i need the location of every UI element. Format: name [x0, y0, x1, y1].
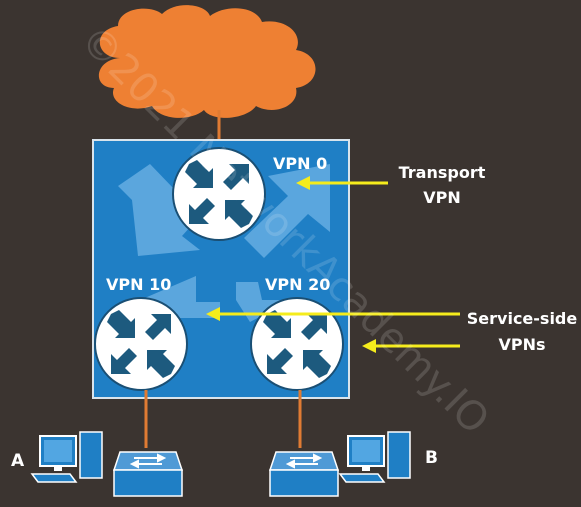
service-label-line2: VPNs	[498, 335, 545, 354]
transport-label-line1: Transport	[399, 163, 486, 182]
computer-icon	[31, 431, 103, 483]
computer-icon	[339, 431, 411, 483]
vpn10-label: VPN 10	[106, 275, 171, 294]
switch-icon	[269, 451, 339, 497]
service-arrow-upper	[206, 307, 460, 321]
host-b-label: B	[425, 448, 438, 468]
transport-arrow	[296, 176, 388, 190]
service-label-line1: Service-side	[467, 309, 578, 328]
router-icon	[94, 297, 188, 391]
vpn0-label: VPN 0	[273, 154, 327, 173]
router-icon	[250, 297, 344, 391]
transport-label-line2: VPN	[423, 188, 461, 207]
switch-icon	[113, 451, 183, 497]
service-arrow-lower	[362, 339, 460, 353]
cloud-icon	[98, 5, 316, 118]
host-a-label: A	[11, 451, 25, 471]
vpn20-label: VPN 20	[265, 275, 330, 294]
